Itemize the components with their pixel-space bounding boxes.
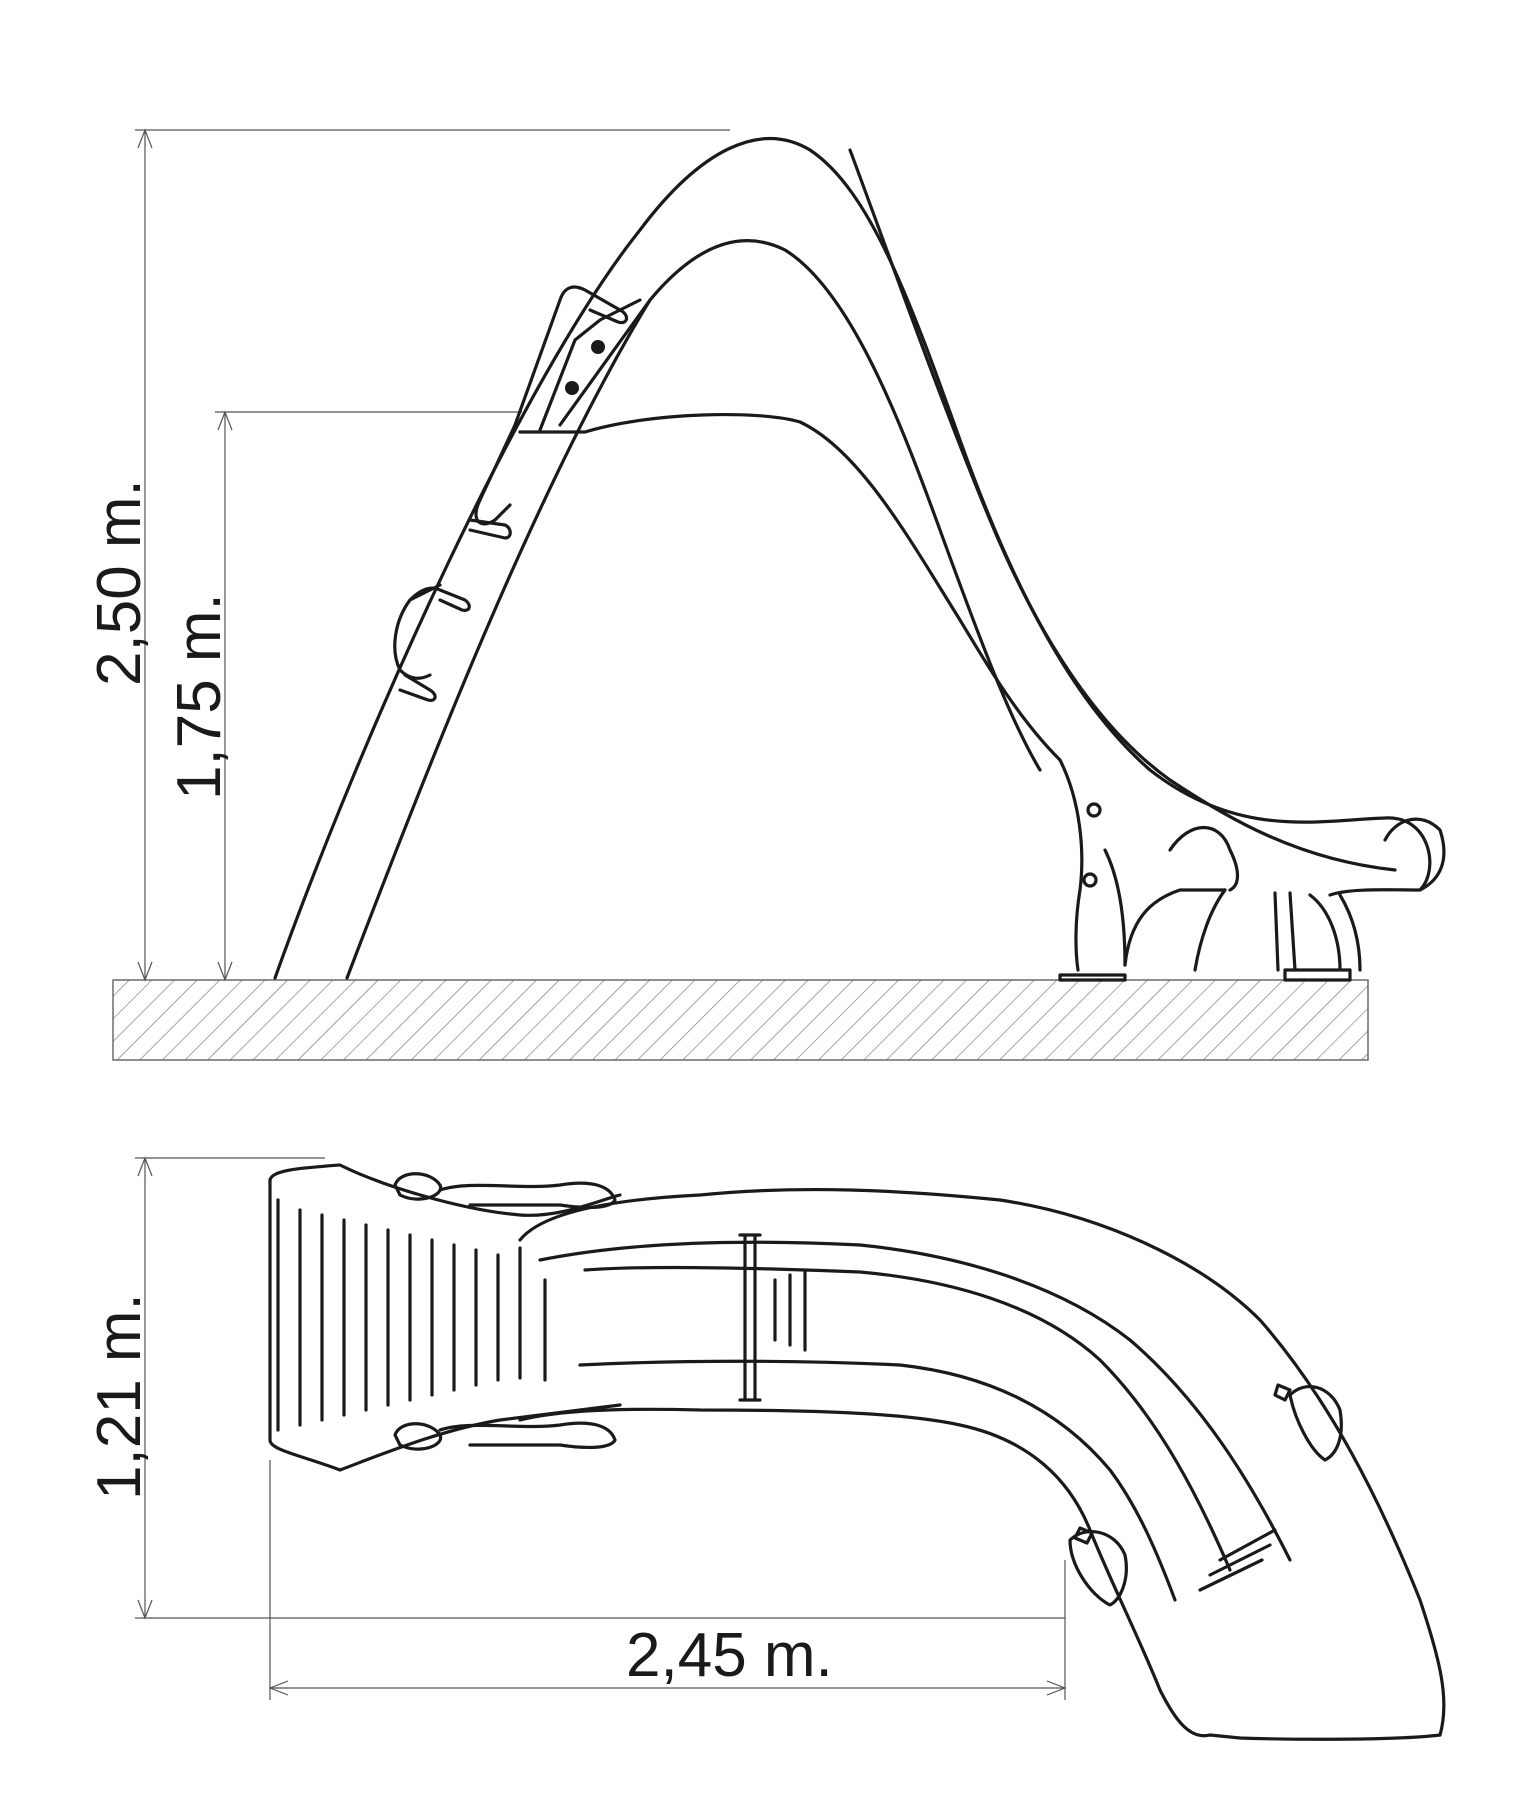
dimension-label-platform-height: 1,75 m. xyxy=(165,593,234,800)
ladder-handrail xyxy=(393,285,652,702)
ground-hatch xyxy=(112,979,1369,1061)
dimension-label-width: 1,21 m. xyxy=(85,1293,154,1500)
rivet-icon xyxy=(591,340,605,354)
dimension-height-platform: 1,75 m. xyxy=(165,410,522,982)
dimension-width: 1,21 m. xyxy=(85,1156,1065,1620)
dimension-height-total: 2,50 m. xyxy=(85,128,730,982)
slide-top-outline xyxy=(268,1163,1446,1741)
dimension-length: 2,45 m. xyxy=(268,1460,1067,1700)
slide-side-outline xyxy=(273,136,1446,982)
dimension-label-total-height: 2,50 m. xyxy=(85,479,154,686)
top-view: 1,21 m. 2,45 m. xyxy=(85,1156,1446,1741)
rivet-icon xyxy=(565,381,579,395)
side-view: 2,50 m. 1,75 m. xyxy=(85,128,1446,1061)
dimension-label-length: 2,45 m. xyxy=(626,1621,833,1690)
